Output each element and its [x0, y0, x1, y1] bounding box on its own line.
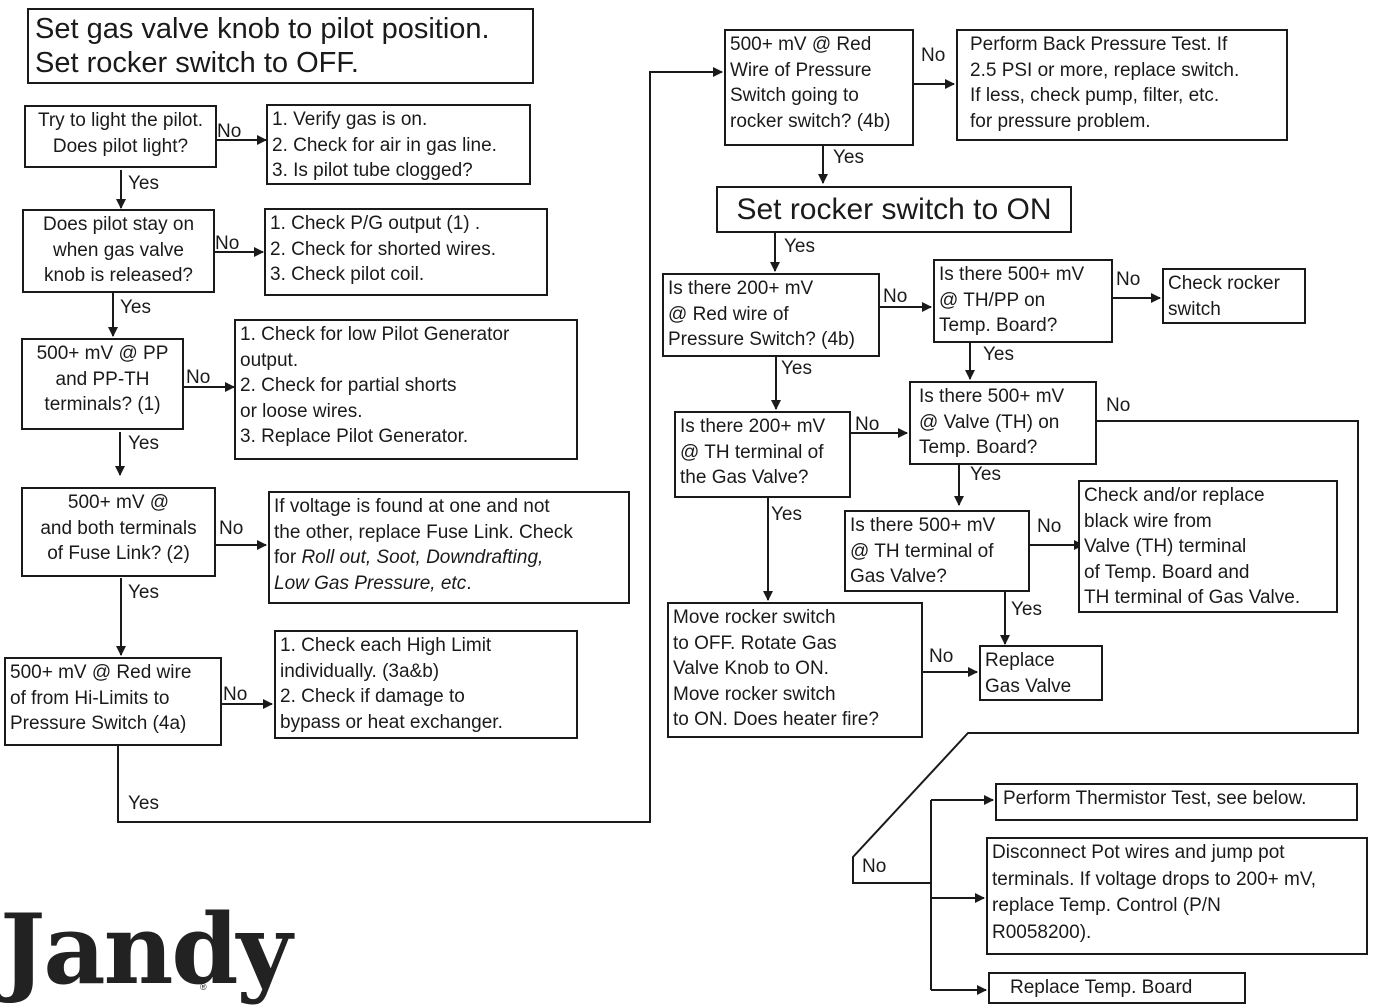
label-no: No [223, 684, 248, 705]
fuse-link-for: for [274, 547, 302, 568]
action-disconnect-pot-wires: Disconnect Pot wires and jump pot termin… [986, 837, 1368, 955]
label-no: No [929, 646, 954, 667]
label-yes: Yes [970, 464, 1001, 485]
jandy-logo: Jandy [0, 893, 292, 1006]
action-verify-gas: 1. Verify gas is on. 2. Check for air in… [266, 104, 531, 185]
action-replace-temp-board: Replace Temp. Board [988, 972, 1246, 1004]
question-red-wire-rocker: 500+ mV @ Red Wire of Pressure Switch go… [724, 29, 914, 146]
question-500mv-valve-th: Is there 500+ mV @ Valve (TH) on Temp. B… [909, 381, 1097, 465]
label-yes: Yes [1011, 599, 1042, 620]
label-no: No [883, 286, 908, 307]
label-no: No [215, 233, 240, 254]
registered-mark: ® [200, 982, 207, 992]
label-no: No [921, 45, 946, 66]
question-200mv-pressure-switch: Is there 200+ mV @ Red wire of Pressure … [662, 273, 880, 357]
fuse-link-causes-2: Low Gas Pressure, etc [274, 572, 467, 594]
question-pp-terminals: 500+ mV @ PP and PP-TH terminals? (1) [21, 338, 184, 430]
label-no: No [862, 856, 887, 877]
question-500mv-th-pp: Is there 500+ mV @ TH/PP on Temp. Board? [933, 259, 1113, 343]
question-200mv-gas-valve: Is there 200+ mV @ TH terminal of the Ga… [674, 411, 851, 498]
label-yes: Yes [128, 582, 159, 603]
label-yes: Yes [983, 344, 1014, 365]
question-fuse-link: 500+ mV @ and both terminals of Fuse Lin… [21, 487, 216, 577]
fuse-link-line-1: If voltage is found at one and not [274, 496, 550, 517]
fuse-link-period: . [466, 572, 472, 594]
action-check-pg-output: 1. Check P/G output (1) . 2. Check for s… [264, 208, 548, 296]
fuse-link-line-3: for Roll out, Soot, Downdrafting, [274, 545, 624, 571]
action-thermistor-test: Perform Thermistor Test, see below. [995, 783, 1358, 821]
label-yes: Yes [771, 504, 802, 525]
label-yes: Yes [784, 236, 815, 257]
label-yes: Yes [128, 433, 159, 454]
question-500mv-th-gas-valve: Is there 500+ mV @ TH terminal of Gas Va… [844, 510, 1030, 592]
label-no: No [217, 121, 242, 142]
fuse-link-line-2: the other, replace Fuse Link. Check [274, 521, 573, 543]
label-no: No [186, 367, 211, 388]
action-replace-fuse-link: If voltage is found at one and not the o… [268, 491, 630, 604]
action-pilot-generator: 1. Check for low Pilot Generator output.… [234, 319, 578, 460]
label-no: No [1037, 516, 1062, 537]
action-check-rocker-switch: Check rocker switch [1162, 268, 1306, 324]
action-back-pressure-test: Perform Back Pressure Test. If 2.5 PSI o… [956, 29, 1288, 141]
label-yes: Yes [128, 793, 159, 814]
label-yes: Yes [781, 358, 812, 379]
label-yes: Yes [128, 173, 159, 194]
action-check-high-limit: 1. Check each High Limit individually. (… [274, 630, 578, 739]
set-rocker-on-box: Set rocker switch to ON [716, 186, 1072, 233]
title-box: Set gas valve knob to pilot position. Se… [27, 8, 534, 84]
label-no: No [1116, 269, 1141, 290]
fuse-link-line-4: Low Gas Pressure, etc. [274, 571, 624, 597]
label-yes: Yes [120, 297, 151, 318]
label-yes: Yes [833, 147, 864, 168]
fuse-link-causes-1: Roll out, Soot, Downdrafting, [301, 547, 544, 568]
question-pilot-stays-on: Does pilot stay on when gas valve knob i… [22, 209, 215, 293]
question-hi-limits: 500+ mV @ Red wire of from Hi-Limits to … [4, 657, 222, 746]
action-replace-gas-valve: Replace Gas Valve [979, 645, 1103, 701]
label-no: No [855, 414, 880, 435]
label-no: No [1106, 395, 1131, 416]
action-check-black-wire: Check and/or replace black wire from Val… [1078, 480, 1338, 613]
question-heater-fire: Move rocker switch to OFF. Rotate Gas Va… [667, 602, 923, 738]
label-no: No [219, 518, 244, 539]
question-light-pilot: Try to light the pilot. Does pilot light… [24, 105, 217, 168]
